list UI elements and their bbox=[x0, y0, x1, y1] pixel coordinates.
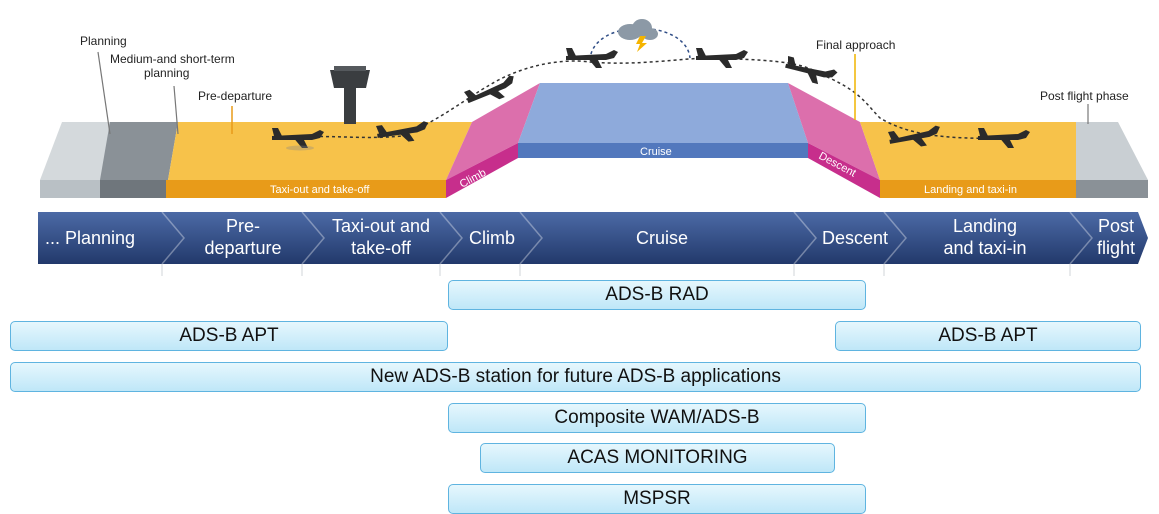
label-taxi-out: Taxi-out and take-off bbox=[270, 184, 370, 196]
airplane-icon bbox=[888, 125, 940, 147]
phase-separator bbox=[161, 211, 185, 265]
airplane-icon bbox=[696, 48, 748, 68]
planning-base bbox=[40, 180, 100, 198]
label-final-approach: Final approach bbox=[816, 38, 895, 52]
phase-label-post-flight: Post bbox=[1098, 216, 1134, 236]
airplane-icon bbox=[464, 75, 514, 104]
post-flight-strip bbox=[1076, 122, 1148, 180]
control-tower-icon bbox=[330, 66, 370, 124]
phase-label-planning: ... Planning bbox=[45, 228, 135, 248]
airplane-icon bbox=[978, 128, 1030, 148]
bar-mspsr: MSPSR bbox=[448, 484, 866, 514]
airplane-icon bbox=[272, 128, 324, 151]
phase-arrow bbox=[38, 212, 1148, 264]
bar-composite-wam-ads-b: Composite WAM/ADS-B bbox=[448, 403, 866, 433]
phase-label-ellipsis: ... bbox=[1144, 240, 1156, 256]
bar-acas-monitoring: ACAS MONITORING bbox=[480, 443, 835, 473]
pre-departure-ground bbox=[168, 122, 472, 180]
label-medium-planning-line2: planning bbox=[144, 66, 189, 80]
descent-ramp bbox=[788, 83, 880, 180]
phase-separator bbox=[883, 211, 907, 265]
flight-path bbox=[289, 57, 1001, 140]
cruise-band bbox=[518, 143, 808, 158]
phase-label-taxi-out-line2: take-off bbox=[351, 238, 412, 258]
planning-leader bbox=[97, 51, 111, 135]
planning-strip-top bbox=[40, 122, 110, 180]
phase-separator bbox=[439, 211, 463, 265]
medium-planning-strip bbox=[100, 122, 178, 180]
phase-label-landing-line2: and taxi-in bbox=[943, 238, 1026, 258]
phase-separator bbox=[301, 211, 325, 265]
climb-ramp-side bbox=[446, 143, 518, 198]
phase-label-cruise: Cruise bbox=[636, 228, 688, 248]
climb-ramp bbox=[446, 83, 540, 180]
medium-planning-leader bbox=[173, 85, 179, 135]
label-post-flight-phase: Post flight phase bbox=[1040, 89, 1129, 103]
airplane-icon bbox=[376, 121, 429, 142]
cruise-plateau bbox=[518, 83, 808, 143]
label-planning: Planning bbox=[80, 34, 127, 48]
phase-arrow-band: ... Planning Pre- departure Taxi-out and… bbox=[38, 211, 1156, 276]
label-landing: Landing and taxi-in bbox=[924, 184, 1017, 196]
phase-separator bbox=[519, 211, 543, 265]
phase-label-post-flight-line2: flight bbox=[1097, 238, 1135, 258]
label-cruise: Cruise bbox=[640, 146, 672, 158]
storm-cloud-icon bbox=[618, 19, 658, 52]
phase-separator bbox=[793, 211, 817, 265]
descent-ramp-side bbox=[808, 143, 880, 198]
airplane-icon bbox=[566, 48, 618, 68]
landing-base bbox=[880, 180, 1076, 198]
phase-label-pre-departure-line2: departure bbox=[204, 238, 281, 258]
bar-ads-b-apt-right: ADS-B APT bbox=[835, 321, 1141, 351]
bar-ads-b-rad: ADS-B RAD bbox=[448, 280, 866, 310]
label-medium-planning: Medium-and short-term bbox=[110, 52, 235, 66]
phase-label-climb: Climb bbox=[469, 228, 515, 248]
medium-planning-base bbox=[100, 180, 168, 198]
phase-label-landing: Landing bbox=[953, 216, 1017, 236]
taxi-out-ground bbox=[166, 180, 446, 198]
bar-ads-b-apt-left: ADS-B APT bbox=[10, 321, 448, 351]
weather-detour-arc bbox=[589, 27, 691, 61]
phase-label-descent: Descent bbox=[822, 228, 888, 248]
phase-separator bbox=[1069, 211, 1093, 265]
airplane-icon bbox=[785, 56, 838, 85]
bar-new-ads-b-station: New ADS-B station for future ADS-B appli… bbox=[10, 362, 1141, 392]
phase-label-taxi-out: Taxi-out and bbox=[332, 216, 430, 236]
landing-ground bbox=[860, 122, 1076, 180]
phase-label-pre-departure: Pre- bbox=[226, 216, 260, 236]
post-flight-base bbox=[1076, 180, 1148, 198]
label-pre-departure: Pre-departure bbox=[198, 89, 272, 103]
flight-profile: Planning Medium-and short-term planning … bbox=[40, 19, 1148, 198]
